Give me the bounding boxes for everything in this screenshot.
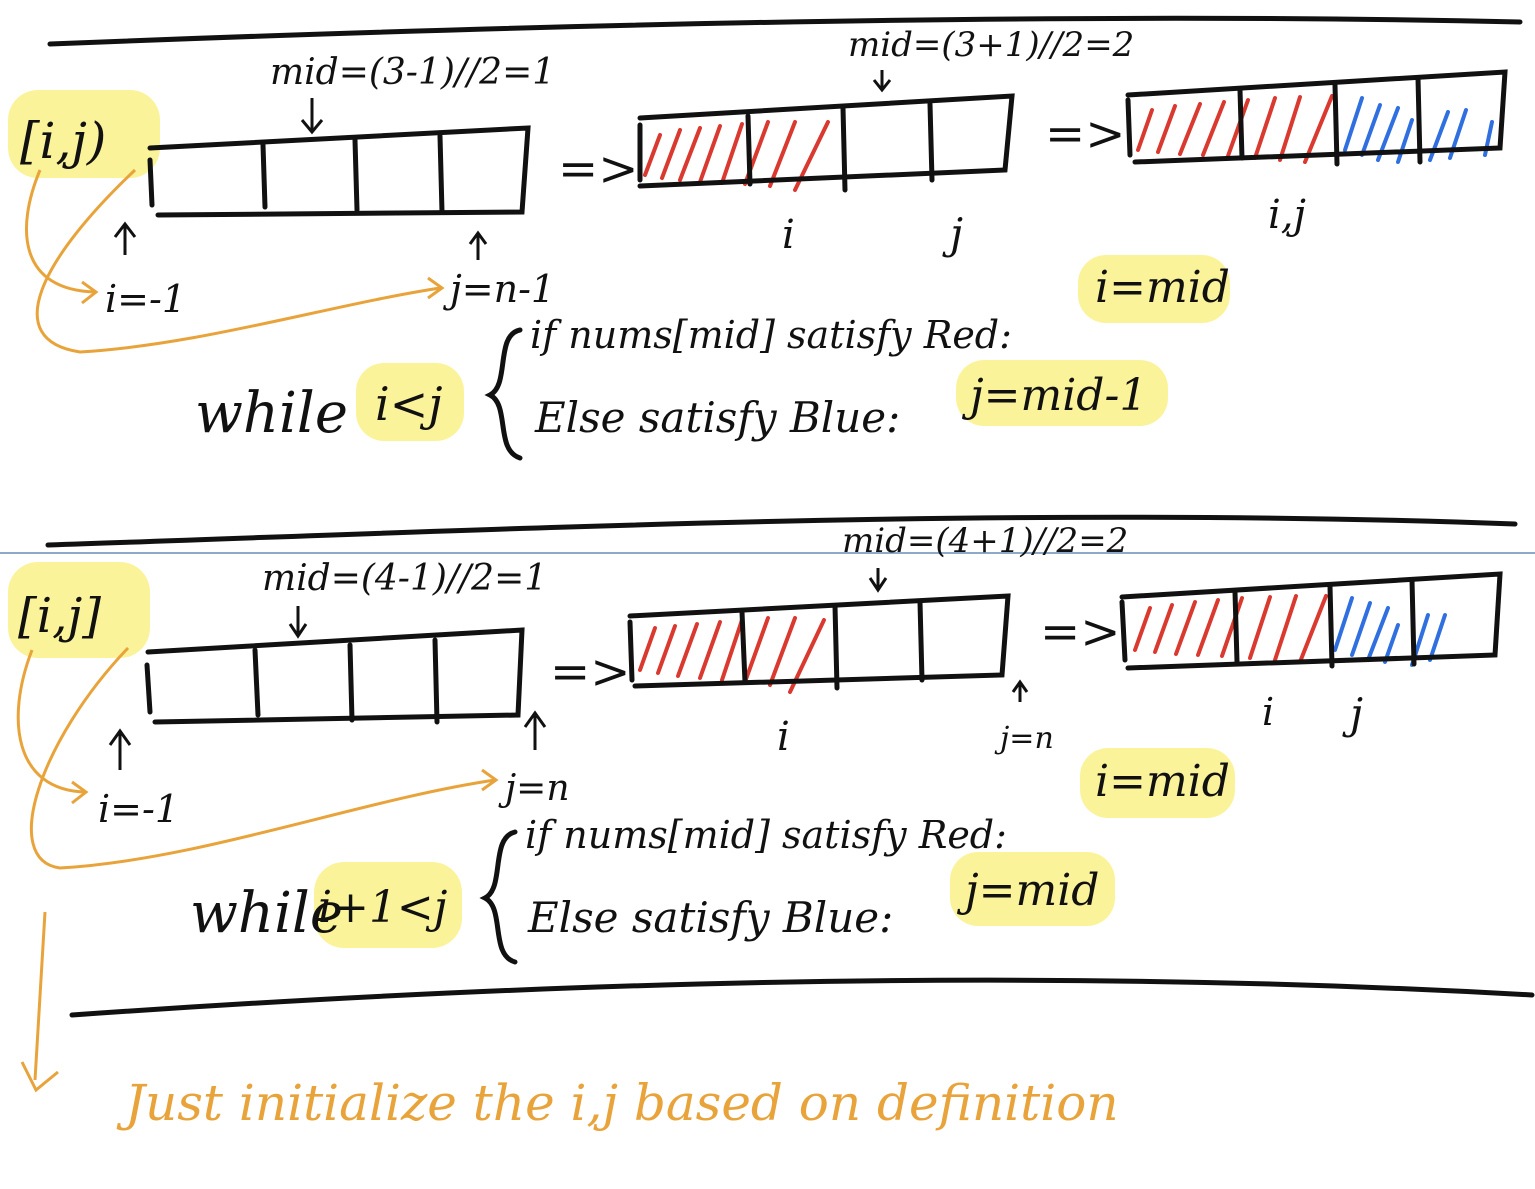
highlight-else-assign-1 [956, 360, 1168, 426]
array-step-1b [637, 93, 1015, 193]
if-assign-1: i=mid [1095, 262, 1230, 313]
hatch-red-1c [1136, 94, 1334, 164]
array-step-2c [1119, 571, 1503, 671]
orange-arrow-to-j-2 [29, 646, 496, 870]
highlight-else-assign-2 [950, 852, 1115, 926]
orange-down-arrow [20, 911, 59, 1093]
mid-formula-2b: mid=(4+1)//2=2 [842, 521, 1128, 561]
implies-arrow-1a: => [558, 141, 638, 197]
orange-arrowhead-i-2 [71, 780, 89, 805]
loop-cond-2: i+1<j [318, 882, 447, 933]
label-ij-1c: i,j [1268, 192, 1306, 238]
j-pointer-arrow-1 [468, 230, 488, 260]
if-line-1: if nums[mid] satisfy Red: [530, 313, 1012, 357]
array-initial-1 [147, 125, 531, 218]
divider-middle [45, 514, 1518, 548]
mid-arrow-1b [872, 70, 892, 93]
orange-arrow-to-i-1 [24, 169, 96, 294]
label-j-2b: j=n [994, 721, 1054, 756]
hatch-blue-2c [1333, 596, 1447, 667]
bracket-label-2: [i,j] [18, 588, 101, 644]
divider-top [47, 15, 1523, 47]
i-pointer-arrow-2 [108, 728, 132, 770]
highlight-if-assign-1 [1078, 255, 1230, 323]
mid-arrow-2b [868, 568, 888, 593]
orange-arrow-to-i-2 [16, 649, 86, 794]
loop-cond-1: i<j [375, 377, 443, 431]
section-closed: [i,j] mid=(4-1)//2=1 i=-1 j=n => [8, 521, 1503, 965]
else-assign-1: j=mid-1 [961, 370, 1147, 421]
mid-arrow-1a [300, 98, 324, 135]
if-line-2: if nums[mid] satisfy Red: [525, 813, 1007, 857]
j-pointer-arrow-2b [1011, 679, 1029, 702]
section-half-open: [i,j) mid=(3-1)//2=1 i=-1 j=n-1 => [8, 25, 1508, 461]
implies-arrow-2a: => [550, 644, 630, 700]
orange-arrow-to-j-1 [35, 168, 441, 354]
highlight-cond-1 [356, 363, 464, 441]
label-i-2b: i [777, 714, 790, 760]
orange-arrowhead-j-2 [481, 768, 499, 792]
mid-formula-2a: mid=(4-1)//2=1 [262, 558, 547, 599]
hatch-red-2c [1133, 594, 1328, 664]
init-j-1: j=n-1 [443, 267, 555, 311]
highlight-bracket-2 [8, 562, 150, 658]
brace-1 [484, 327, 523, 461]
j-pointer-arrow-2 [523, 710, 547, 750]
orange-arrowhead-j-1 [427, 276, 445, 300]
init-j-2: j=n [498, 768, 570, 809]
bracket-label-1: [i,j) [20, 112, 106, 170]
array-step-2b [627, 593, 1011, 691]
else-line-1: Else satisfy Blue: [534, 393, 900, 442]
highlight-bracket-1 [8, 90, 160, 178]
highlight-cond-2 [314, 862, 462, 948]
else-assign-2: j=mid [956, 865, 1099, 916]
label-i-2c: i [1262, 690, 1274, 734]
mid-arrow-2a [288, 606, 308, 639]
implies-arrow-2b: => [1040, 604, 1120, 660]
array-step-1c [1125, 69, 1508, 167]
label-j-1b: j [942, 209, 963, 258]
array-initial-2 [144, 627, 525, 725]
highlight-if-assign-2 [1080, 748, 1235, 818]
implies-arrow-1b: => [1045, 106, 1125, 162]
init-i-2: i=-1 [98, 787, 179, 831]
if-assign-2: i=mid [1095, 756, 1230, 807]
label-i-1b: i [782, 212, 795, 258]
mid-formula-1b: mid=(3+1)//2=2 [848, 25, 1134, 65]
divider-bottom [69, 977, 1535, 1018]
brace-2 [479, 829, 518, 965]
init-i-1: i=-1 [105, 277, 186, 321]
mid-formula-1a: mid=(3-1)//2=1 [270, 52, 555, 93]
else-line-2: Else satisfy Blue: [527, 893, 893, 942]
loop-keyword-1: while [195, 381, 348, 446]
footnote-text: Just initialize the i,j based on definit… [116, 1074, 1119, 1132]
label-j-2c: j [1342, 689, 1363, 738]
i-pointer-arrow-1 [113, 221, 137, 255]
orange-arrowhead-i-1 [81, 280, 99, 305]
loop-keyword-2: while [190, 881, 343, 946]
